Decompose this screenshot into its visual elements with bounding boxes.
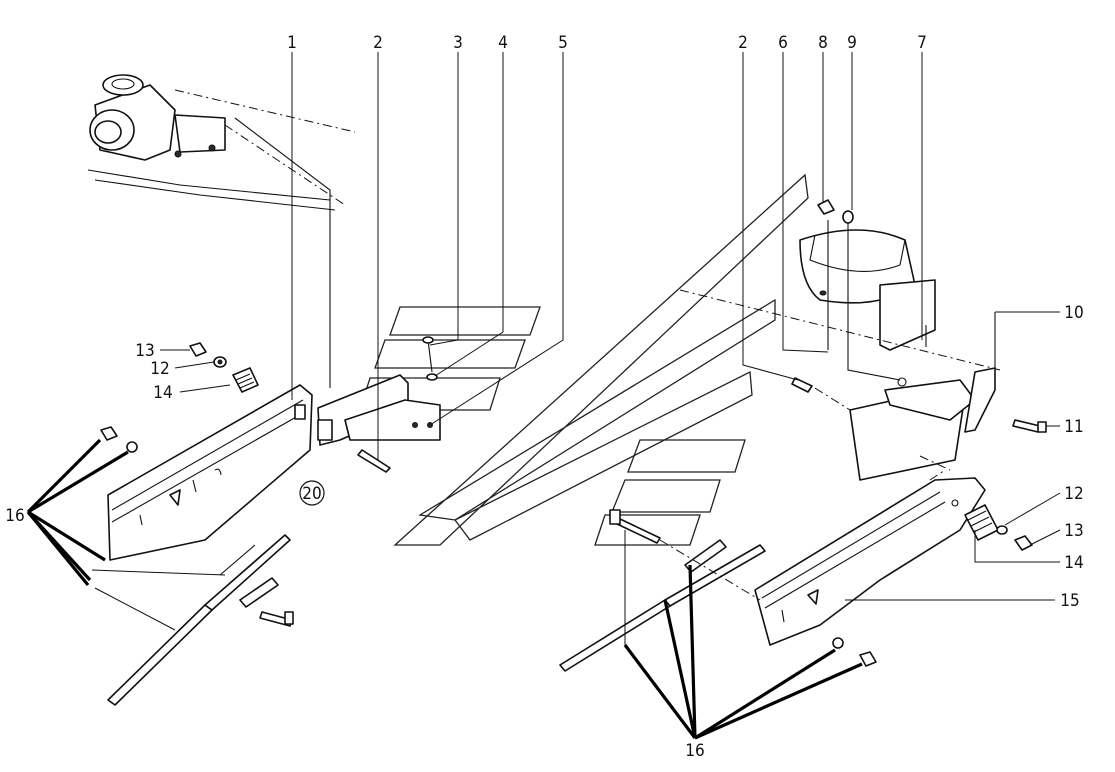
callout-16-bottom-leaders — [623, 530, 863, 740]
callout-2-left: 2 — [373, 33, 383, 53]
gearbox-assembly — [87, 74, 356, 388]
chute-right — [679, 199, 1001, 381]
callout-16-left: 16 — [5, 506, 24, 526]
callout-5: 5 — [558, 33, 568, 53]
callout-14-left: 14 — [153, 383, 172, 403]
callout-2-right: 2 — [738, 33, 748, 53]
callout-labels: 1 2 3 4 5 2 6 8 9 7 10 11 12 13 14 15 13… — [5, 33, 1083, 761]
shield-bracket-right — [791, 312, 1047, 481]
callout-4: 4 — [498, 33, 508, 53]
callout-8: 8 — [818, 33, 828, 53]
spring-left — [189, 342, 259, 393]
callout-11: 11 — [1064, 417, 1083, 437]
callout-7: 7 — [917, 33, 927, 53]
callout-16-left-leaders — [26, 438, 226, 631]
figure-number: 20 — [302, 484, 321, 504]
callout-14-right: 14 — [1064, 553, 1083, 573]
callout-13-right: 13 — [1064, 521, 1083, 541]
side-shield-left — [107, 384, 313, 561]
callout-9: 9 — [847, 33, 857, 53]
callout-15: 15 — [1060, 591, 1079, 611]
callout-13-left: 13 — [135, 341, 154, 361]
callout-6: 6 — [778, 33, 788, 53]
center-bracket — [317, 336, 441, 473]
leader-lines — [160, 52, 1061, 601]
side-shield-right — [754, 455, 986, 646]
watermark-logo — [359, 173, 809, 546]
callout-1: 1 — [287, 33, 297, 53]
callout-3: 3 — [453, 33, 463, 53]
figure-number-badge: 20 — [299, 480, 325, 506]
spring-right — [964, 504, 1033, 551]
callout-10: 10 — [1064, 303, 1083, 323]
callout-12-right: 12 — [1064, 484, 1083, 504]
callout-12-left: 12 — [150, 359, 169, 379]
guide-rod-left — [107, 534, 294, 706]
callout-16-bottom: 16 — [685, 741, 704, 761]
